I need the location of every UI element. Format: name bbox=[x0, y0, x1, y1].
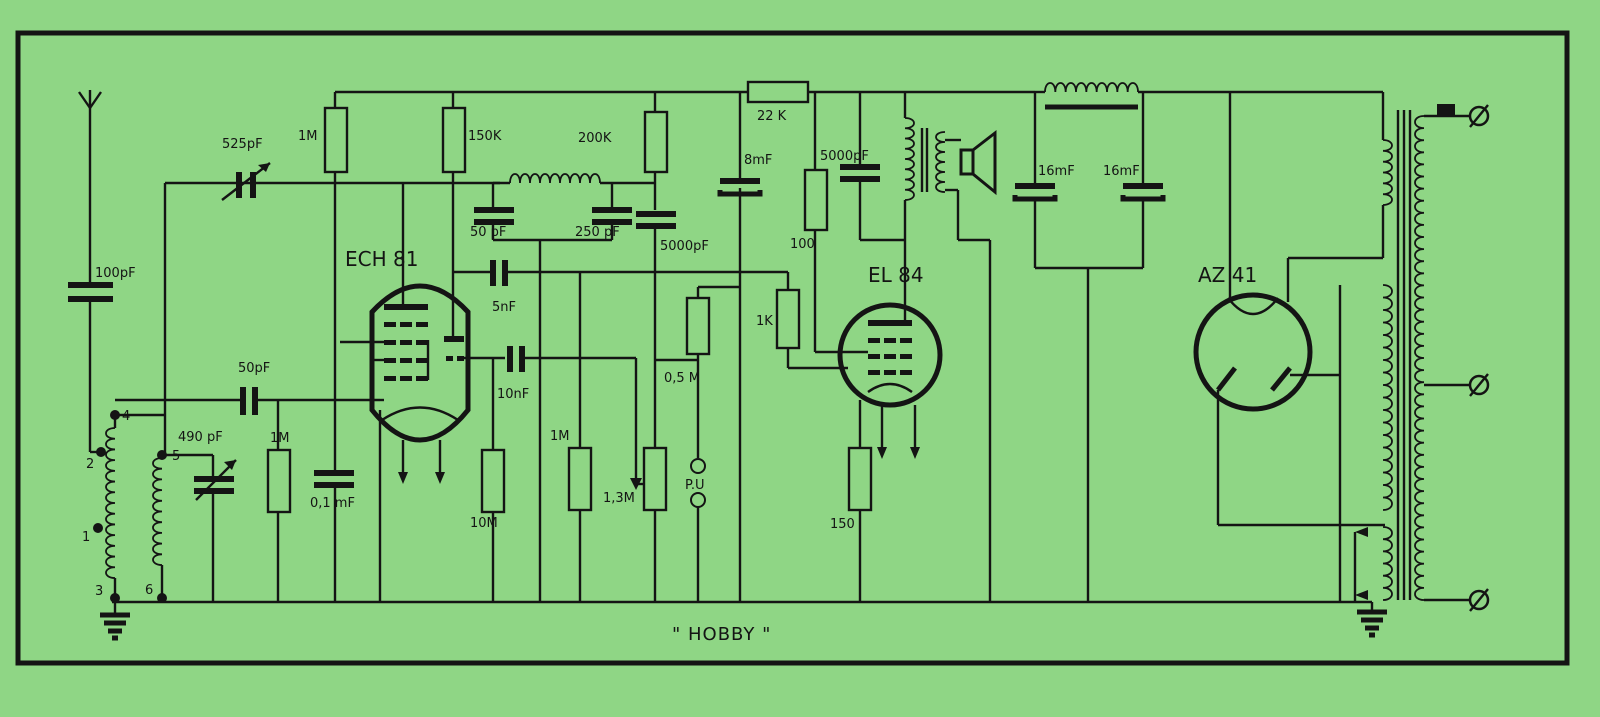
pin-4: 4 bbox=[122, 409, 130, 424]
label-01mf: 0,1 mF bbox=[310, 496, 355, 511]
label-150k: 150K bbox=[468, 129, 502, 144]
cap-10nf bbox=[491, 346, 642, 490]
trimmer-525pf bbox=[221, 162, 271, 201]
cap-8mf bbox=[717, 92, 763, 197]
pot-05m bbox=[685, 296, 711, 356]
cap-250pf bbox=[592, 183, 632, 240]
pin-3: 3 bbox=[95, 584, 103, 599]
label-100pf: 100pF bbox=[95, 266, 136, 281]
label-az41: AZ 41 bbox=[1198, 263, 1257, 287]
pu-jack-bottom bbox=[690, 492, 706, 508]
label-5nf: 5nF bbox=[492, 300, 516, 315]
res-1m-top bbox=[323, 106, 349, 174]
res-1m-mid bbox=[567, 446, 593, 512]
res-150k bbox=[441, 106, 467, 174]
cap-5000pf bbox=[636, 211, 676, 448]
osc-coil bbox=[152, 181, 500, 603]
res-22k bbox=[746, 80, 810, 104]
pin-6: 6 bbox=[145, 583, 153, 598]
label-50pf: 50pF bbox=[238, 361, 270, 376]
cap-5nf bbox=[453, 260, 790, 290]
label-5000pf: 5000pF bbox=[660, 239, 709, 254]
mains-terminals bbox=[1468, 104, 1490, 612]
label-10m: 10M bbox=[470, 516, 498, 531]
speaker-icon bbox=[945, 129, 997, 602]
label-16mf-a: 16mF bbox=[1038, 164, 1075, 179]
pin-2: 2 bbox=[86, 457, 94, 472]
pot-13m bbox=[642, 446, 668, 512]
label-525pf: 525pF bbox=[222, 137, 263, 152]
label-5000pf-out: 5000pF bbox=[820, 149, 869, 164]
antenna bbox=[68, 90, 113, 454]
pin-1: 1 bbox=[82, 530, 90, 545]
label-8mf: 8mF bbox=[744, 153, 772, 168]
label-pu: P.U bbox=[685, 478, 704, 493]
pu-jack-top bbox=[690, 458, 706, 474]
frame bbox=[15, 30, 1570, 666]
label-ech81: ECH 81 bbox=[345, 247, 418, 271]
label-1k: 1K bbox=[756, 314, 773, 329]
label-100: 100 bbox=[790, 237, 815, 252]
label-1m-grid: 1M bbox=[270, 431, 290, 446]
res-150 bbox=[847, 446, 873, 512]
tube-el84 bbox=[815, 200, 943, 459]
label-250pf: 250 pF bbox=[575, 225, 620, 240]
label-22k: 22 K bbox=[757, 109, 787, 124]
cap-50pf-grid bbox=[240, 387, 380, 415]
cap-16mf-b bbox=[1120, 92, 1166, 268]
power-transformer bbox=[1338, 92, 1470, 602]
tune-490pf bbox=[165, 453, 237, 602]
label-200k: 200K bbox=[578, 131, 612, 146]
output-transformer bbox=[903, 92, 946, 201]
res-200k bbox=[643, 110, 669, 174]
res-100 bbox=[803, 168, 829, 232]
label-1m-top: 1M bbox=[298, 129, 318, 144]
ground-left bbox=[100, 602, 130, 641]
label-490pf: 490 pF bbox=[178, 430, 223, 445]
res-1k bbox=[775, 288, 801, 350]
schematic-title: " HOBBY " bbox=[672, 624, 771, 645]
label-16mf-b: 16mF bbox=[1103, 164, 1140, 179]
label-10nf: 10nF bbox=[497, 387, 529, 402]
res-10m bbox=[480, 448, 506, 514]
pin-5: 5 bbox=[172, 449, 180, 464]
label-13m: 1,3M bbox=[603, 491, 635, 506]
tube-ech81 bbox=[340, 183, 505, 602]
label-1m-mid: 1M bbox=[550, 429, 570, 444]
cap-01mf bbox=[314, 470, 354, 602]
ground-right bbox=[1340, 600, 1387, 638]
input-coil bbox=[93, 398, 240, 603]
tube-az41 bbox=[1193, 92, 1385, 527]
label-50pf-top: 50 pF bbox=[470, 225, 506, 240]
label-150: 150 bbox=[830, 517, 855, 532]
res-1m-grid bbox=[266, 448, 292, 514]
cap-16mf-a bbox=[1012, 92, 1058, 268]
label-el84: EL 84 bbox=[868, 263, 924, 287]
label-05m: 0,5 M bbox=[664, 371, 700, 386]
cap-50pf-top bbox=[474, 183, 514, 240]
cap-5000pf-out bbox=[840, 92, 905, 242]
